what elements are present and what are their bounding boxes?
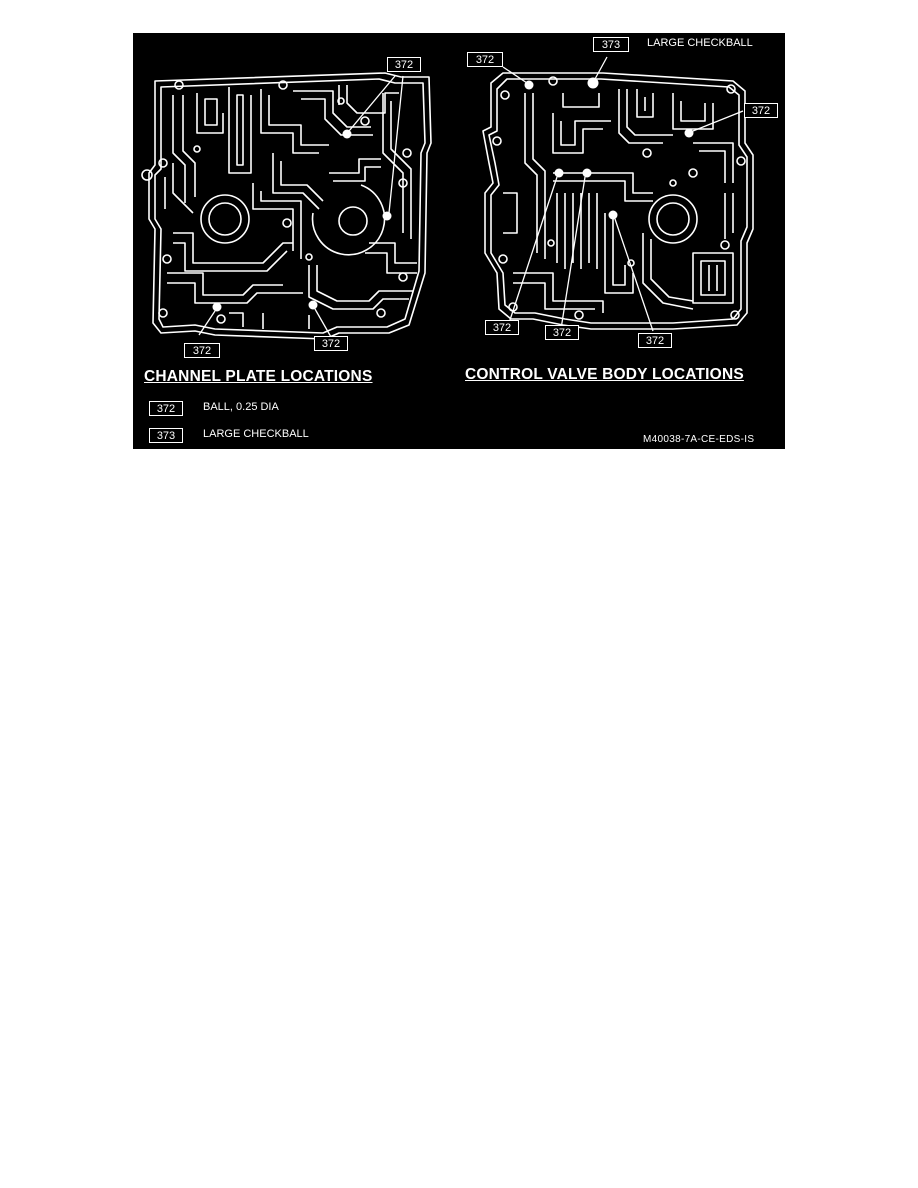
large-checkball-note: LARGE CHECKBALL [647, 37, 753, 49]
callout-valve-body-top-left: 372 [467, 52, 503, 67]
callout-valve-body-bottom-3: 372 [638, 333, 672, 348]
channel-plate-checkballs [212, 129, 392, 312]
figure-code: M40038-7A-CE-EDS-IS [643, 434, 755, 445]
valve-body-outline [482, 72, 754, 330]
control-valve-body-drawing [482, 56, 754, 332]
callout-channel-plate-top: 372 [387, 57, 421, 72]
legend-text-large-checkball: LARGE CHECKBALL [203, 428, 309, 440]
checkball-locations-figure: 372 372 372 372 373 372 372 372 372 LARG… [133, 33, 785, 449]
legend-code-373: 373 [149, 428, 183, 443]
channel-plate-drawing [141, 72, 432, 340]
callout-channel-plate-bottom-left: 372 [184, 343, 220, 358]
control-valve-body-caption: CONTROL VALVE BODY LOCATIONS [465, 366, 744, 383]
channel-plate-caption: CHANNEL PLATE LOCATIONS [144, 368, 373, 385]
callout-channel-plate-bottom-right: 372 [314, 336, 348, 351]
legend-text-ball: BALL, 0.25 DIA [203, 401, 279, 413]
callout-valve-body-right: 372 [744, 103, 778, 118]
valve-body-checkballs [524, 77, 694, 220]
line-art [141, 56, 754, 340]
callout-valve-body-top: 373 [593, 37, 629, 52]
channel-plate-leaders [198, 75, 404, 338]
valve-body-leaders [502, 56, 744, 332]
callout-valve-body-bottom-2: 372 [545, 325, 579, 340]
legend-code-372: 372 [149, 401, 183, 416]
callout-valve-body-bottom-1: 372 [485, 320, 519, 335]
